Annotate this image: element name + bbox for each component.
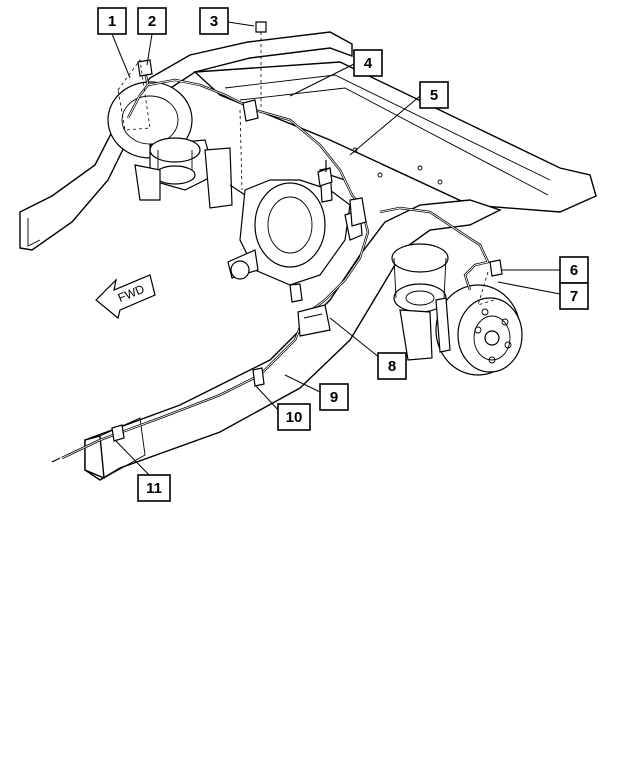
callout-11-label: 11 xyxy=(146,480,162,497)
callout-1: 1 xyxy=(97,7,127,35)
callout-7: 7 xyxy=(559,282,589,310)
callout-5: 5 xyxy=(419,81,449,109)
callout-2-label: 2 xyxy=(148,13,156,30)
right-brake-drum xyxy=(435,284,523,376)
callout-5-label: 5 xyxy=(430,87,438,104)
callout-7-label: 7 xyxy=(570,288,578,305)
callout-8-label: 8 xyxy=(388,358,396,375)
callout-4: 4 xyxy=(353,49,383,77)
callout-4-label: 4 xyxy=(364,55,373,72)
leader-lines xyxy=(111,21,561,479)
callout-9: 9 xyxy=(319,383,349,411)
left-spring-assembly xyxy=(107,81,233,209)
assembly-line-left xyxy=(117,58,151,131)
callout-3: 3 xyxy=(199,7,229,35)
brake-hose xyxy=(317,160,367,227)
callout-11: 11 xyxy=(137,474,171,502)
frame-rear-crossmember xyxy=(193,61,597,213)
callout-6-label: 6 xyxy=(570,262,578,279)
callout-9-label: 9 xyxy=(330,389,338,406)
assembly-line-diff xyxy=(239,109,243,191)
callout-6: 6 xyxy=(559,256,589,284)
callout-2: 2 xyxy=(137,7,167,35)
callout-3-label: 3 xyxy=(210,13,218,30)
right-spring-assembly xyxy=(391,243,449,361)
hose-bracket xyxy=(289,283,331,337)
callout-10-label: 10 xyxy=(286,409,303,426)
callout-10: 10 xyxy=(277,403,311,431)
callout-1-label: 1 xyxy=(108,13,116,30)
differential-housing xyxy=(227,167,363,286)
brake-line-right xyxy=(379,206,490,291)
fwd-direction-arrow: FWD xyxy=(95,274,156,320)
callout-8: 8 xyxy=(377,352,407,380)
bolt-part xyxy=(255,21,267,110)
